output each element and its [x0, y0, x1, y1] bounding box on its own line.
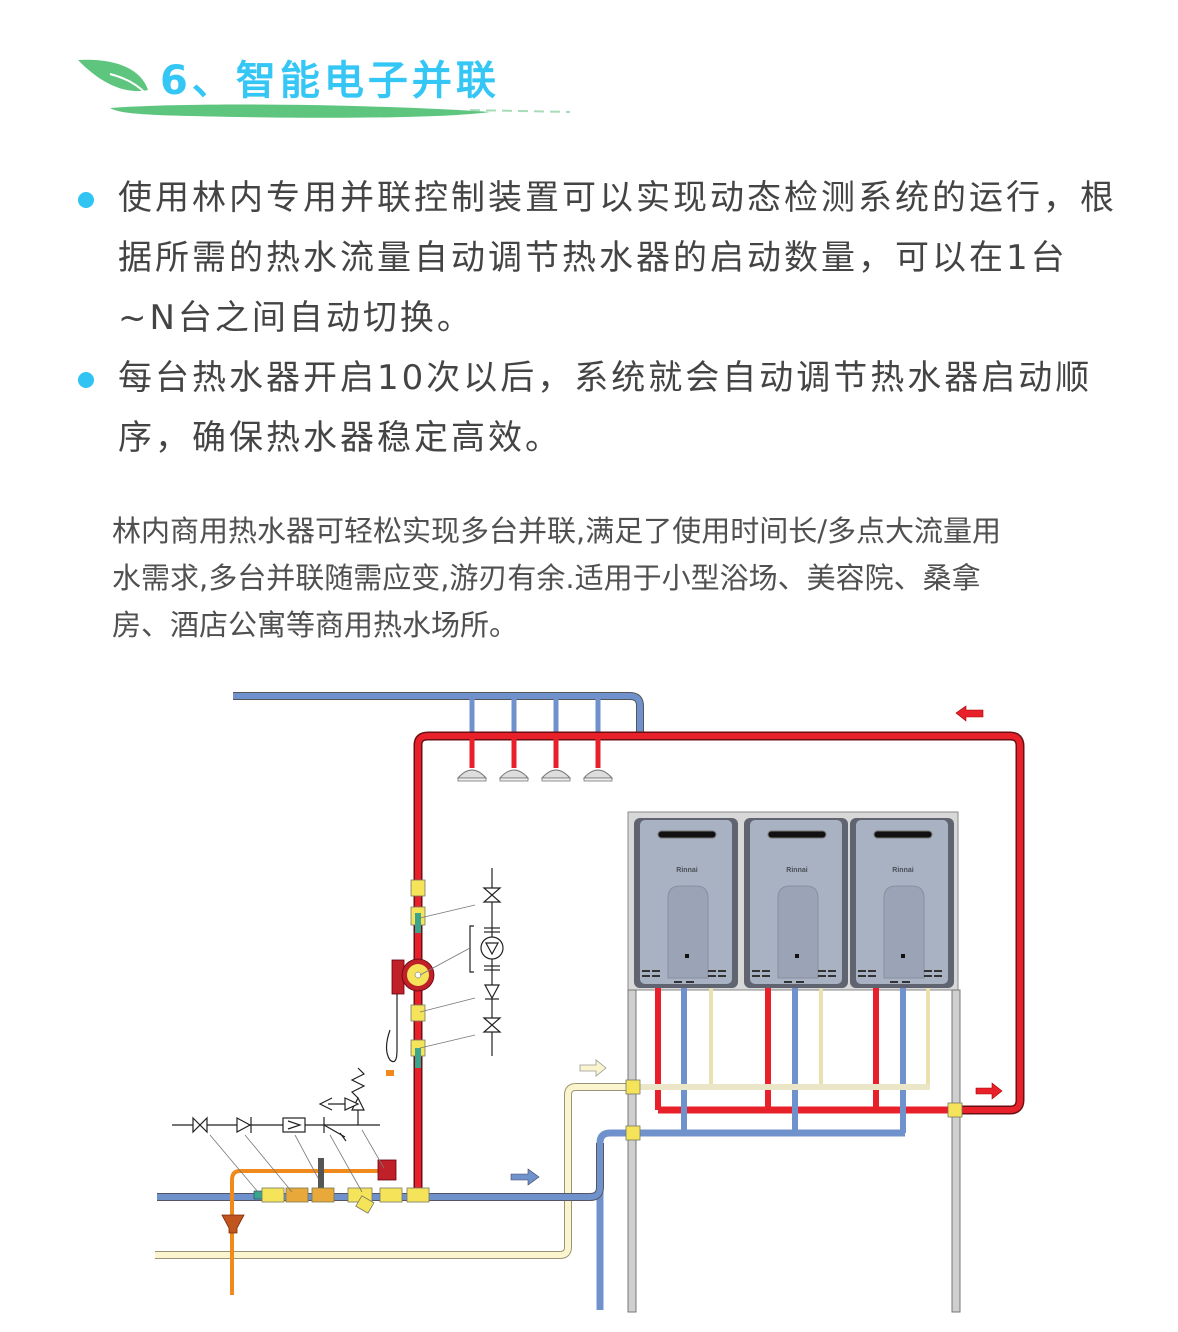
brand-label: Rinnai — [892, 867, 913, 874]
shower-head-icon — [582, 769, 614, 782]
gate-valve-icon — [192, 1116, 208, 1134]
pump-symbol-icon — [480, 936, 504, 960]
heater-connection-pipes — [596, 988, 955, 1310]
water-heater-unit: Rinnai — [850, 818, 954, 988]
water-heater-unit: Rinnai — [744, 818, 848, 988]
gate-valve-icon — [482, 1017, 502, 1033]
section-title: 6、智能电子并联 — [70, 38, 590, 133]
brand-label: Rinnai — [786, 867, 807, 874]
brand-label: Rinnai — [676, 867, 697, 874]
water-heater-unit: Rinnai — [634, 818, 738, 988]
cold-water-supply-pipe — [233, 692, 644, 734]
shower-heads — [456, 769, 614, 782]
leader-lines — [209, 904, 476, 1193]
power-plug-icon — [386, 1070, 394, 1076]
leaf-brush-icon — [78, 59, 571, 118]
feature-list: 使用林内专用并联控制装置可以实现动态检测系统的运行，根据所需的热水流量自动调节热… — [78, 168, 1118, 468]
arrow-right-icon — [975, 1082, 1003, 1100]
shower-head-icon — [456, 769, 488, 782]
check-valve-icon — [483, 984, 501, 1000]
arrow-right-icon — [510, 1168, 540, 1186]
hot-water-loop-pipe — [413, 731, 1025, 1190]
schematic-symbols — [172, 868, 504, 1142]
funnel-icon — [221, 1214, 245, 1234]
shower-head-icon — [498, 769, 530, 782]
parallel-system-diagram: Rinnai Rinnai Rinnai — [155, 692, 1025, 1313]
circulation-pump-assembly — [385, 879, 435, 1076]
gate-valve-icon — [482, 887, 502, 903]
arrow-left-icon — [955, 705, 984, 722]
description-paragraph: 林内商用热水器可轻松实现多台并联,满足了使用时间长/多点大流量用水需求,多台并联… — [112, 514, 1001, 642]
feature-text: 使用林内专用并联控制装置可以实现动态检测系统的运行，根据所需的热水流量自动调节热… — [118, 178, 1117, 338]
bullet-dot-icon — [78, 192, 94, 208]
feature-text: 每台热水器开启10次以后，系统就会自动调节热水器启动顺序，确保热水器稳定高效。 — [118, 358, 1093, 458]
section-heading: 6、智能电子并联 — [160, 58, 500, 104]
feature-item: 每台热水器开启10次以后，系统就会自动调节热水器启动顺序，确保热水器稳定高效。 — [78, 348, 1118, 468]
check-valve-icon — [236, 1116, 252, 1134]
arrow-right-icon — [579, 1059, 607, 1077]
bullet-dot-icon — [78, 372, 94, 388]
spring-icon — [350, 1067, 366, 1099]
main-line-fittings — [253, 1158, 430, 1214]
shower-head-icon — [540, 769, 572, 782]
feature-item: 使用林内专用并联控制装置可以实现动态检测系统的运行，根据所需的热水流量自动调节热… — [78, 168, 1118, 348]
